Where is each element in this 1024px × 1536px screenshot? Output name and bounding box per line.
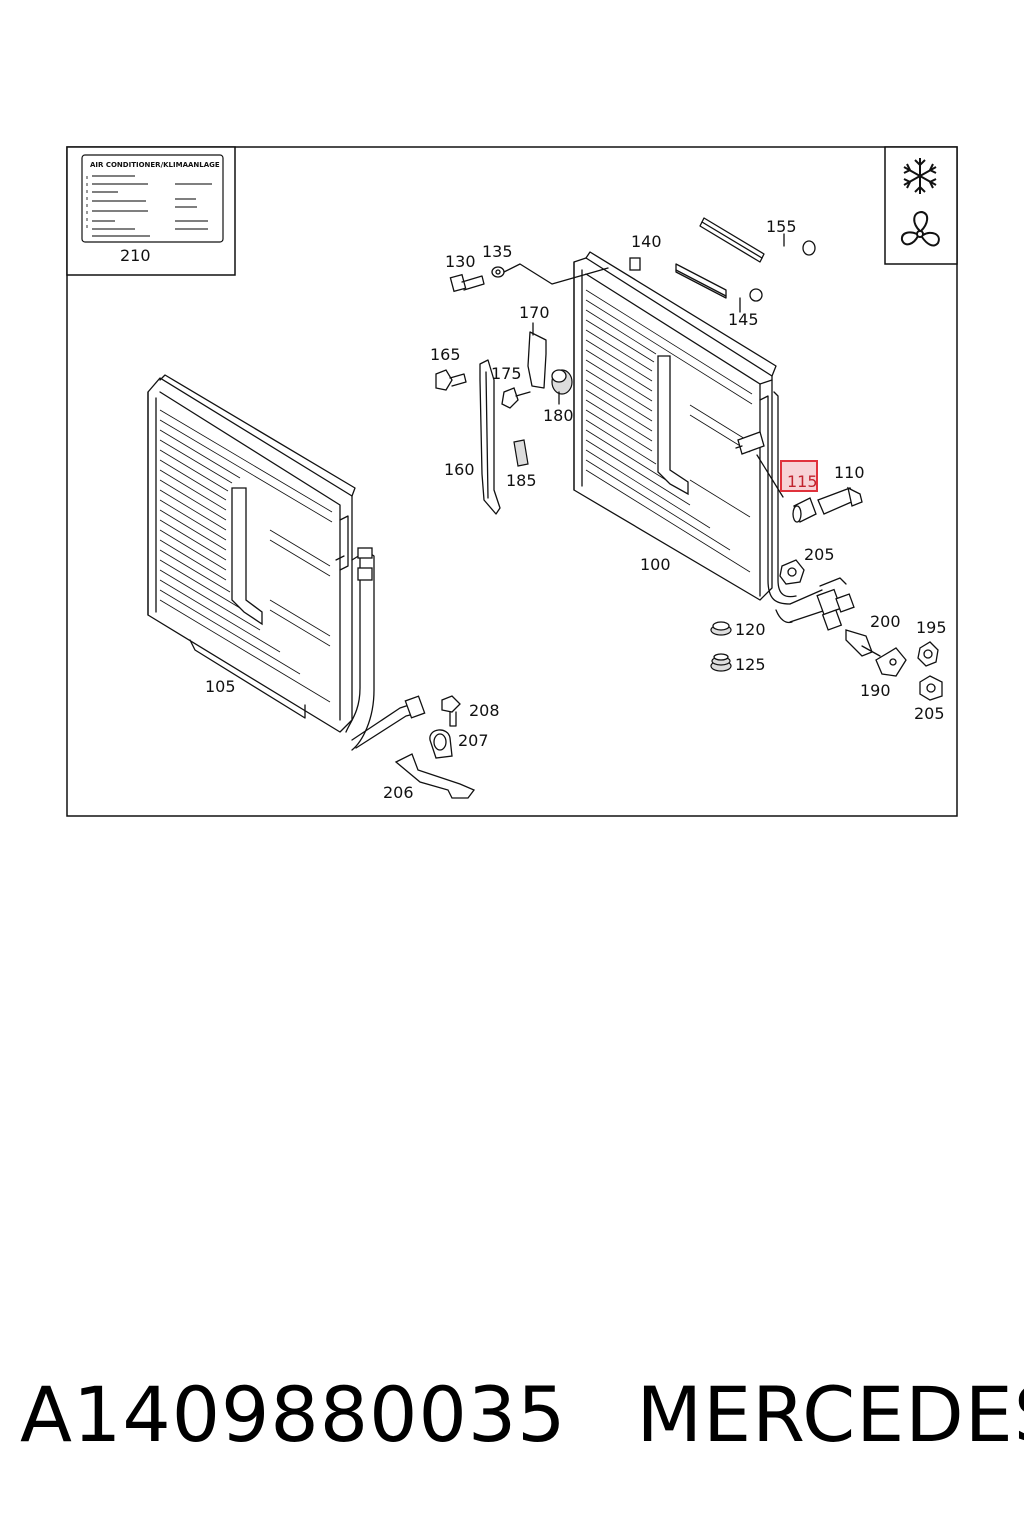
- part-label-115: 115: [787, 472, 818, 491]
- part-label-190: 190: [860, 681, 891, 700]
- part-label-145: 145: [728, 310, 759, 329]
- highlight-box-115: [780, 460, 818, 492]
- part-160: [479, 359, 501, 515]
- part-label-205a: 205: [804, 545, 835, 564]
- part-115: [792, 497, 817, 523]
- part-125: [710, 653, 732, 672]
- part-208: [441, 695, 461, 727]
- part-label-208: 208: [469, 701, 500, 720]
- part-label-207: 207: [458, 731, 489, 750]
- part-190: [875, 647, 907, 677]
- part-label-205b: 205: [914, 704, 945, 723]
- part-135: [491, 263, 609, 285]
- part-label-105: 105: [205, 677, 236, 696]
- part-label-130: 130: [445, 252, 476, 271]
- part-label-125: 125: [735, 655, 766, 674]
- part-195: [917, 641, 939, 667]
- part-label-180: 180: [543, 406, 574, 425]
- part-label-195: 195: [916, 618, 947, 637]
- fan-icon: [900, 210, 940, 247]
- part-206: [394, 753, 476, 799]
- caption-part-number: A1409880035: [20, 1370, 567, 1459]
- part-label-155: 155: [766, 217, 797, 236]
- snowflake-icon: [903, 158, 937, 194]
- condenser-105: [147, 374, 426, 751]
- part-120: [710, 621, 732, 636]
- part-207: [429, 729, 453, 759]
- label-plate-title: AIR CONDITIONER/KLIMAANLAGE: [90, 161, 220, 169]
- part-110: [817, 486, 863, 515]
- condenser-100: [573, 251, 855, 631]
- part-145: [675, 263, 763, 313]
- part-label-210: 210: [120, 246, 151, 265]
- caption-brand: MERCEDES: [636, 1370, 1024, 1459]
- part-label-110: 110: [834, 463, 865, 482]
- label-plate-text-lines: [92, 175, 212, 237]
- part-175: [501, 387, 531, 409]
- part-label-135: 135: [482, 242, 513, 261]
- part-185: [513, 439, 529, 467]
- part-170: [527, 322, 547, 389]
- part-label-185: 185: [506, 471, 537, 490]
- part-label-175: 175: [491, 364, 522, 383]
- part-130: [449, 273, 485, 293]
- part-label-140: 140: [631, 232, 662, 251]
- part-180: [551, 369, 573, 405]
- icon-panel: [884, 146, 958, 265]
- part-205a: [779, 559, 805, 585]
- part-label-100: 100: [640, 555, 671, 574]
- part-200: [845, 629, 881, 657]
- label-plate: AIR CONDITIONER/KLIMAANLAGE 210: [66, 146, 236, 276]
- part-140: [629, 257, 641, 271]
- part-205b: [919, 675, 943, 701]
- diagram-frame: [66, 146, 958, 817]
- part-155: [699, 217, 816, 263]
- part-label-170: 170: [519, 303, 550, 322]
- part-label-160: 160: [444, 460, 475, 479]
- caption: A1409880035 MERCEDES: [20, 1370, 1024, 1459]
- part-label-200: 200: [870, 612, 901, 631]
- part-label-165: 165: [430, 345, 461, 364]
- part-label-120: 120: [735, 620, 766, 639]
- part-label-206: 206: [383, 783, 414, 802]
- part-165: [435, 369, 467, 391]
